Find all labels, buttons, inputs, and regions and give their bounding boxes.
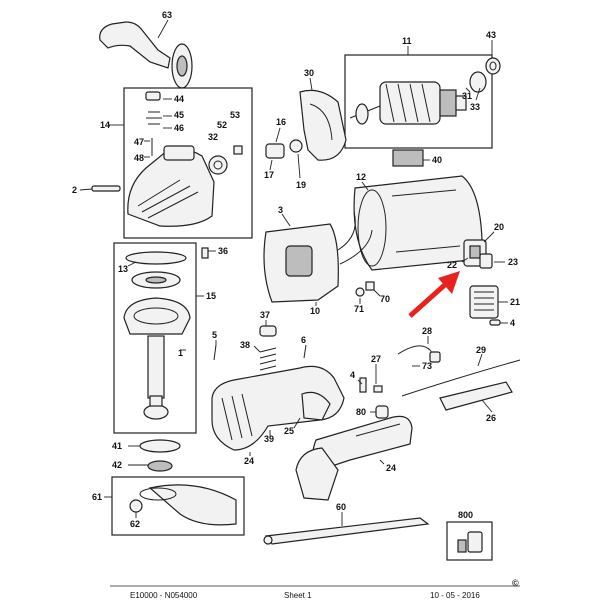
highlight-arrow — [408, 271, 460, 318]
callout-17: 17 — [264, 170, 274, 180]
wheel-guard-part — [129, 484, 237, 526]
callout-71: 71 — [354, 304, 364, 314]
callout-36: 36 — [218, 246, 228, 256]
callout-6: 6 — [301, 335, 306, 345]
pin-wrench-part — [263, 512, 430, 545]
pin-part-6 — [303, 344, 307, 359]
callout-2: 2 — [72, 185, 77, 195]
lock-button-part — [253, 320, 277, 371]
callout-38: 38 — [240, 340, 250, 350]
rear-handle-part — [295, 415, 413, 501]
callout-25: 25 — [284, 426, 294, 436]
callout-73: 73 — [422, 361, 432, 371]
callout-60: 60 — [336, 502, 346, 512]
callout-19: 19 — [296, 180, 306, 190]
motor-housing-part — [353, 175, 483, 271]
callout-39: 39 — [264, 434, 274, 444]
small-hardware-parts — [357, 364, 389, 419]
callout-46: 46 — [174, 123, 184, 133]
bearing-part — [465, 40, 501, 101]
callout-24b: 24 — [386, 463, 396, 473]
power-cord-part — [401, 353, 521, 413]
callout-23: 23 — [508, 257, 518, 267]
field-coil-part — [263, 211, 373, 306]
spindle-assembly-part — [123, 251, 191, 420]
armature-part — [349, 46, 487, 125]
footer-sheet: Sheet 1 — [284, 591, 312, 600]
callout-29: 29 — [476, 345, 486, 355]
brush-kit-box — [446, 521, 493, 561]
callout-62: 62 — [130, 519, 140, 529]
callout-63: 63 — [162, 10, 172, 20]
fan-baffle-part — [299, 77, 347, 161]
callout-80: 80 — [356, 407, 366, 417]
callout-20: 20 — [494, 222, 504, 232]
callout-14: 14 — [100, 120, 110, 130]
spindle-group-box — [113, 242, 197, 434]
flange-parts — [128, 439, 181, 472]
callout-26: 26 — [486, 413, 496, 423]
carbon-brush-part — [457, 531, 483, 553]
callout-47: 47 — [134, 137, 144, 147]
pin-part — [201, 247, 216, 259]
footer-ref: E10000 - N054000 — [130, 591, 198, 600]
callout-15: 15 — [206, 291, 216, 301]
footer-date: 10 - 05 - 2016 — [430, 591, 480, 600]
callout-22: 22 — [447, 260, 457, 270]
copyright-mark: © — [512, 578, 519, 588]
callout-800: 800 — [458, 510, 473, 520]
screw-part — [79, 185, 121, 192]
armature-group-box — [344, 54, 493, 149]
callout-33: 33 — [470, 102, 480, 112]
callout-5: 5 — [212, 330, 217, 340]
callout-41: 41 — [112, 441, 122, 451]
callout-24a: 24 — [244, 456, 254, 466]
callout-37: 37 — [260, 310, 270, 320]
end-cover-part — [469, 285, 508, 326]
trigger-spring-part — [397, 336, 441, 367]
label-plate-part — [392, 149, 430, 167]
callout-12: 12 — [356, 172, 366, 182]
callout-40: 40 — [432, 155, 442, 165]
callout-4a: 4 — [510, 318, 515, 328]
callout-42: 42 — [112, 460, 122, 470]
callout-48: 48 — [134, 153, 144, 163]
callout-44: 44 — [174, 94, 184, 104]
guard-group-box — [111, 476, 245, 536]
callout-31: 31 — [462, 91, 472, 101]
callout-1: 1 — [178, 348, 183, 358]
gear-head-part — [127, 91, 243, 227]
callout-61: 61 — [92, 492, 102, 502]
main-housing-part — [211, 365, 345, 456]
gear-head-group-box — [123, 87, 253, 239]
side-handle-part — [99, 19, 193, 89]
brush-holder-parts — [355, 281, 381, 304]
callout-32: 32 — [208, 132, 218, 142]
callout-27: 27 — [371, 354, 381, 364]
callout-3: 3 — [278, 205, 283, 215]
callout-21: 21 — [510, 297, 520, 307]
callout-16: 16 — [276, 117, 286, 127]
callout-13: 13 — [118, 264, 128, 274]
callout-28: 28 — [422, 326, 432, 336]
spindle-lock-part — [265, 127, 303, 179]
switch-part — [461, 231, 505, 269]
callout-4b: 4 — [350, 370, 355, 380]
callout-70: 70 — [380, 294, 390, 304]
rod-part — [213, 340, 217, 361]
callout-11: 11 — [402, 36, 412, 46]
callout-45: 45 — [174, 110, 184, 120]
callout-53: 53 — [230, 110, 240, 120]
callout-52: 52 — [217, 120, 227, 130]
callout-10: 10 — [310, 306, 320, 316]
callout-30: 30 — [304, 68, 314, 78]
callout-43: 43 — [486, 30, 496, 40]
